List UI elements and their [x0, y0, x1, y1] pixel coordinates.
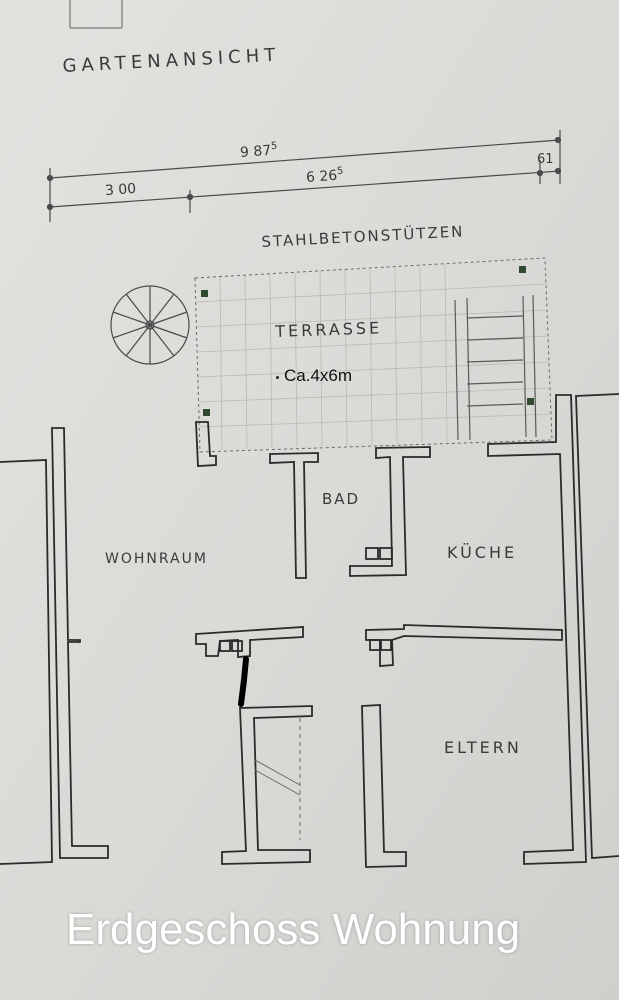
terrace-outline [194, 257, 553, 453]
dimension-left: 3 00 [104, 181, 136, 199]
room-terrace: TERRASSE [275, 318, 383, 341]
dimension-lines [46, 130, 562, 222]
walls [0, 393, 619, 868]
dimension-total-main: 9 87 [239, 142, 272, 161]
dimension-total-sup: 5 [270, 140, 278, 153]
room-bath: BAD [322, 490, 361, 508]
caption: Erdgeschoss Wohnung [66, 905, 521, 954]
dimension-left-main: 3 00 [104, 180, 137, 200]
room-kitchen: KÜCHE [447, 543, 518, 562]
dimension-right-main: 61 [537, 152, 554, 167]
dimension-middle: 6 265 [305, 166, 344, 186]
terrace-size: Ca.4x6m [284, 366, 353, 385]
dimension-right: 61 [537, 152, 554, 167]
hall-stair [254, 718, 301, 840]
dimension-middle-main: 6 26 [305, 167, 338, 186]
room-living: WOHNRAUM [105, 551, 208, 567]
dimension-total: 9 875 [239, 141, 278, 161]
terrace-stairs [454, 294, 537, 441]
door-marker [238, 656, 249, 707]
room-parents: ELTERN [444, 738, 522, 757]
spiral-staircase [110, 285, 190, 365]
top-window-sketch [69, 0, 123, 29]
dimension-middle-sup: 5 [336, 165, 344, 178]
concrete-columns [201, 266, 534, 416]
terrace-tiles [195, 263, 552, 451]
terrace-size-dot [276, 376, 279, 379]
